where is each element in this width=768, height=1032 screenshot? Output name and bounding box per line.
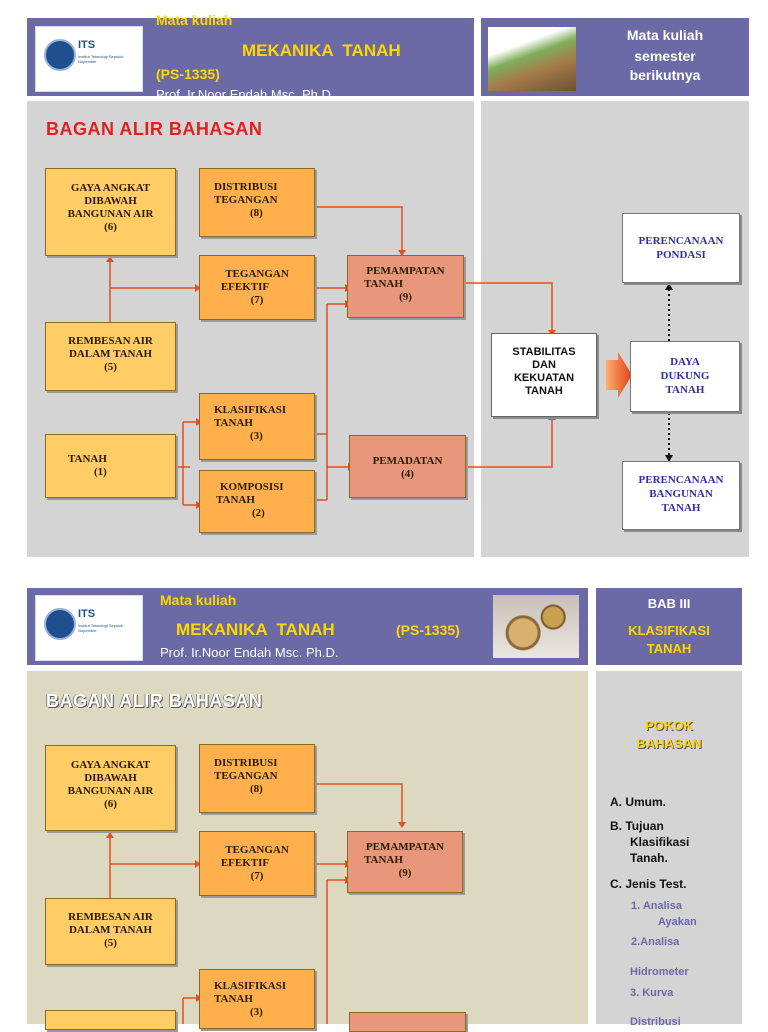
terrain-image bbox=[488, 27, 576, 91]
slide2-course-code: (PS-1335) bbox=[396, 622, 460, 638]
pokok-sub1a: 1. Analisa bbox=[631, 900, 682, 912]
slide1-title: BAGAN ALIR BAHASAN bbox=[46, 119, 263, 139]
slide2-logo: ITS Institut Teknologi Sepuluh Nopember bbox=[35, 595, 143, 661]
slide1-box-pemadatan: PEMADATAN(4) bbox=[349, 435, 466, 498]
slide2-mata-kuliah: Mata kuliah bbox=[160, 592, 237, 608]
logo-subtext: Institut Teknologi Sepuluh Nopember bbox=[78, 54, 124, 64]
pokok-sub2a: 2.Analisa bbox=[631, 936, 680, 948]
pokok-sub3: 3. Kurva bbox=[630, 987, 674, 999]
its-emblem-icon bbox=[44, 39, 76, 71]
slide2-tanah: TANAH bbox=[646, 641, 692, 656]
slide2-course-title: MEKANIKA TANAH bbox=[176, 620, 335, 639]
pokok-c: C. Jenis Test. bbox=[610, 877, 687, 891]
slide1-course-code: (PS-1335) bbox=[156, 66, 220, 82]
slide2-box-tanah-partial bbox=[45, 1010, 176, 1030]
slide1-right-line2: semester bbox=[634, 48, 696, 64]
slide1-right-line3: berikutnya bbox=[629, 67, 701, 83]
slide1-mata-kuliah: Mata kuliah bbox=[156, 12, 233, 28]
its-emblem-icon bbox=[44, 608, 76, 640]
pokok-sub1b: Ayakan bbox=[658, 916, 697, 928]
slide2-right-header bbox=[596, 588, 742, 665]
slide1-lecturer: Prof. Ir.Noor Endah Msc. Ph.D. bbox=[156, 87, 335, 102]
logo-text: ITS bbox=[78, 39, 96, 51]
slide2-title: BAGAN ALIR BAHASAN bbox=[46, 691, 263, 711]
slide2-box-pemadatan-partial bbox=[349, 1012, 466, 1032]
pokok-b: B. Tujuan Klasifikasi Tanah. bbox=[610, 819, 690, 865]
pokok-sub4: Distribusi bbox=[630, 1016, 681, 1028]
pokok-a: A. Umum. bbox=[610, 795, 667, 809]
slide2-lecturer: Prof. Ir.Noor Endah Msc. Ph.D. bbox=[160, 645, 339, 660]
slide1-course-title: MEKANIKA TANAH bbox=[242, 41, 401, 60]
slide2-klasifikasi: KLASIFIKASI bbox=[628, 623, 710, 638]
slide2-panel-right bbox=[596, 671, 742, 1024]
slide1-box-tanah: TANAH(1) bbox=[45, 434, 176, 498]
logo-subtext: Institut Teknologi Sepuluh Nopember bbox=[78, 623, 124, 633]
slide1-right-line1: Mata kuliah bbox=[626, 27, 704, 43]
pokok-sub2b: Hidrometer bbox=[630, 966, 689, 978]
logo-text: ITS bbox=[78, 608, 96, 620]
lab-equipment-image bbox=[493, 595, 579, 658]
slide2-bab: BAB III bbox=[647, 596, 691, 611]
slide1-logo: ITS Institut Teknologi Sepuluh Nopember bbox=[35, 26, 143, 92]
